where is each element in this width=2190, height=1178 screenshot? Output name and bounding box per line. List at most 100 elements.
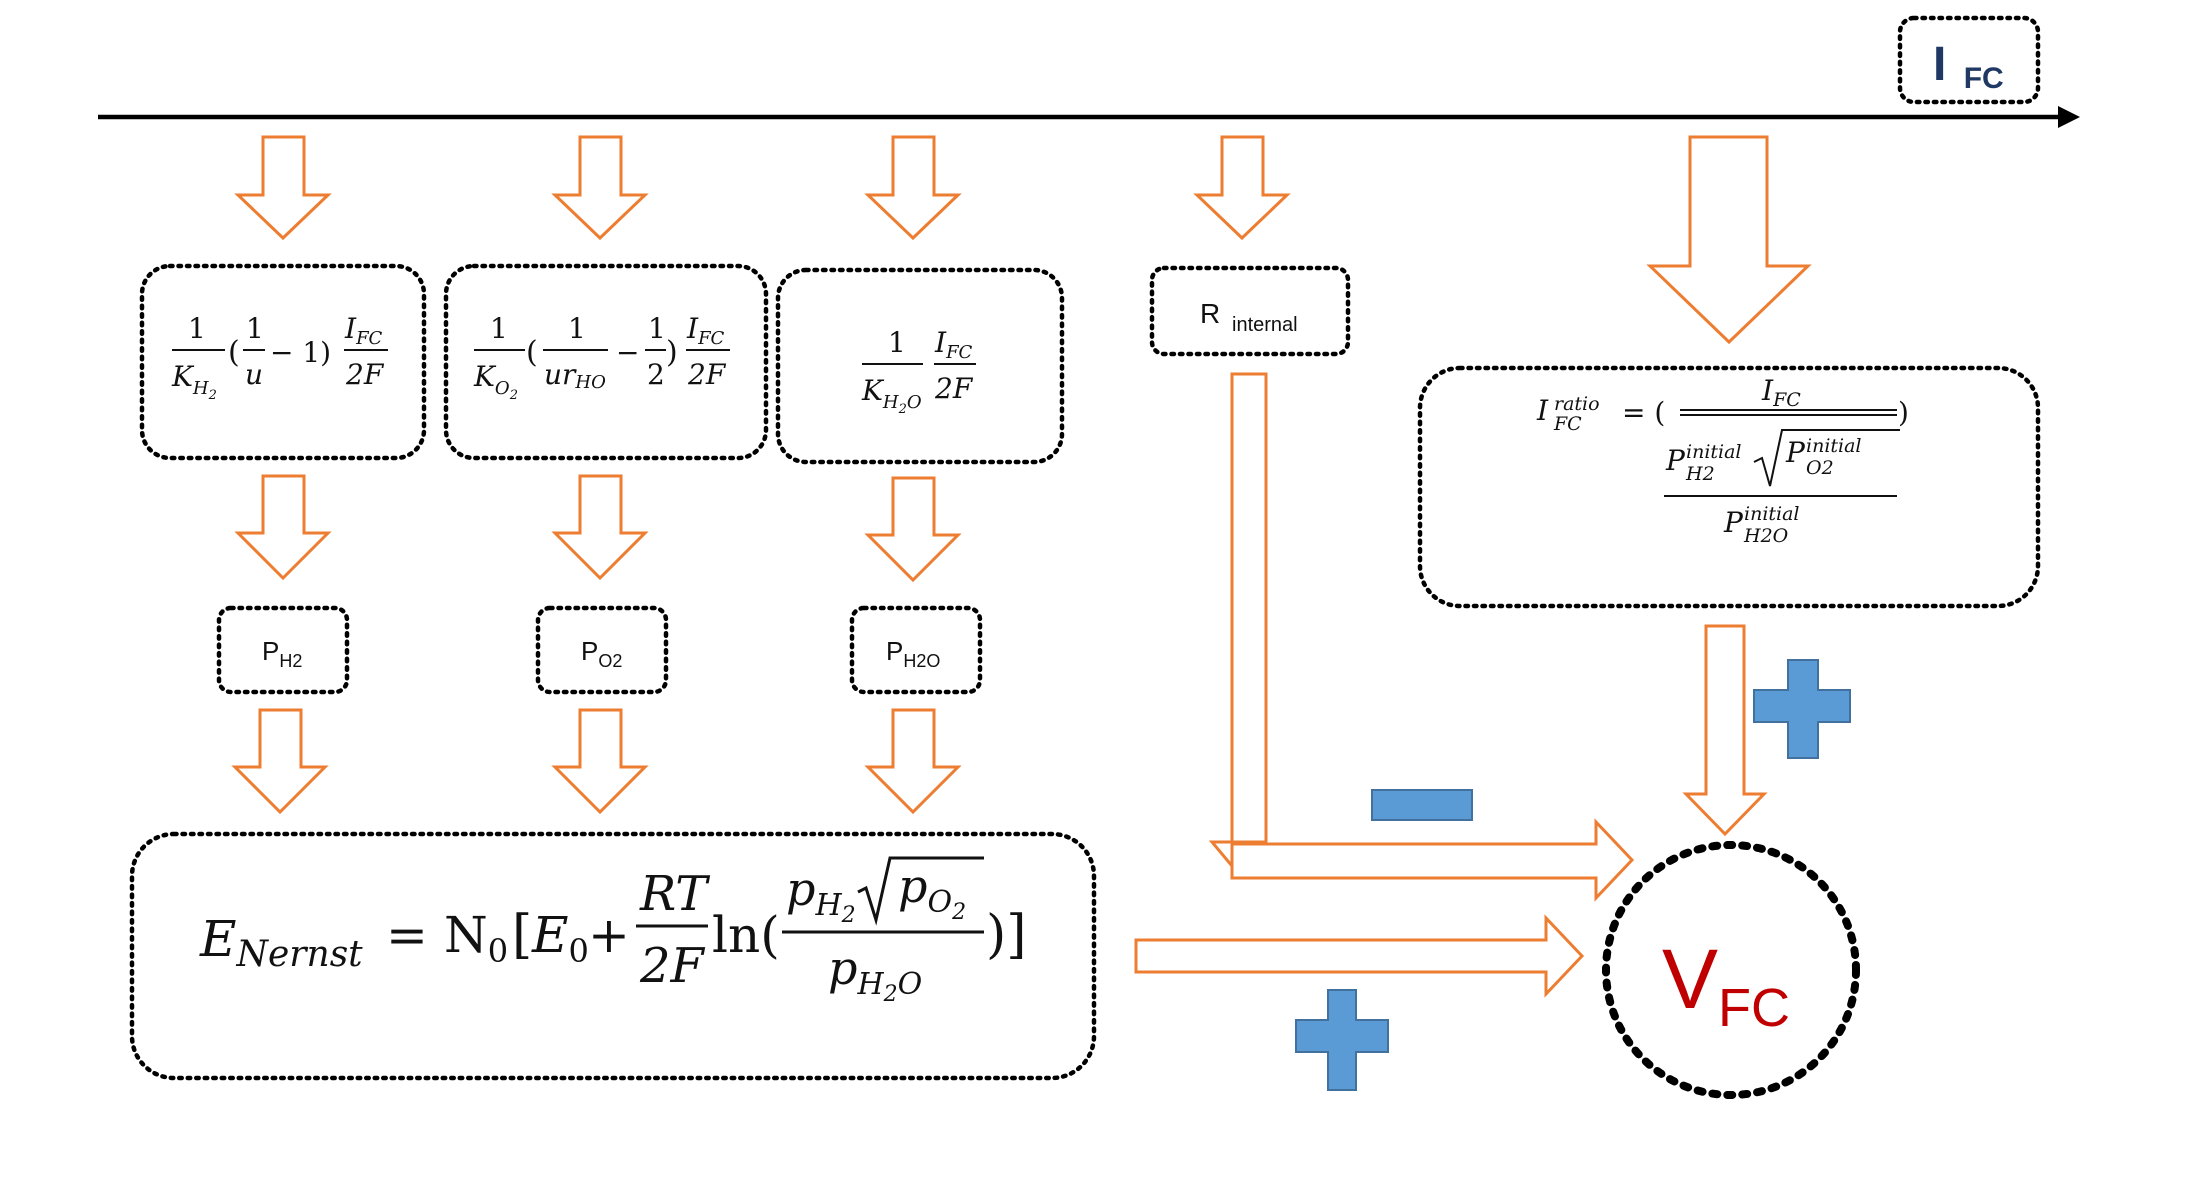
svg-text:2F: 2F (934, 372, 974, 405)
svg-text:H2: H2 (1685, 463, 1715, 485)
svg-text:initial: initial (1744, 503, 1800, 525)
svg-text:E0: E0 (531, 906, 589, 970)
svg-text:KH2O: KH2O (861, 374, 922, 417)
svg-text:1: 1 (246, 312, 264, 345)
pressure-to-nernst-arrows (231, 708, 962, 815)
svg-text:[: [ (512, 905, 532, 965)
svg-text:N0: N0 (444, 906, 508, 970)
ph2-main: P (262, 636, 279, 666)
arrow-axis-to-rinternal (1193, 135, 1291, 241)
svg-text:R internal: R internal (1200, 298, 1298, 336)
ph2o-box: PH2O (849, 605, 983, 695)
arrow-po2-to-nernst (551, 708, 649, 815)
svg-text:IFC: IFC (1761, 374, 1801, 411)
svg-text:−: − (616, 336, 639, 369)
output-voltage-sub: FC (1718, 978, 1790, 1038)
svg-text:PH2O: PH2O (886, 636, 940, 671)
svg-text:2F: 2F (687, 358, 727, 391)
formula-to-pressure-arrows (234, 474, 962, 583)
output-voltage-main: V (1662, 932, 1718, 1026)
svg-text:IFC: IFC (934, 326, 973, 363)
arrow-h2-formula-to-ph2 (234, 474, 332, 581)
svg-text:2F: 2F (345, 358, 385, 391)
axis-down-arrows (234, 135, 1812, 345)
svg-text:ln(: ln( (712, 906, 780, 964)
plus-sign-icon-nernst (1295, 989, 1389, 1091)
svg-text:P: P (1723, 506, 1744, 539)
svg-text:VFC: VFC (1662, 932, 1790, 1038)
h2o-pressure-formula-block: 1 KH2O IFC 2F (775, 267, 1065, 465)
svg-text:2F: 2F (639, 938, 706, 994)
plus-sign-icon-ratio (1753, 659, 1851, 759)
svg-text:1: 1 (568, 312, 586, 345)
svg-text:P: P (1665, 444, 1686, 477)
svg-text:PH2: PH2 (262, 636, 302, 671)
o2-formula: 1 KO2 ( 1 urHO − 1 2 ) IFC 2F (473, 312, 730, 403)
svg-text:=: = (386, 906, 428, 964)
svg-text:FC: FC (1553, 413, 1582, 435)
svg-text:)]: )] (986, 905, 1027, 965)
current-axis (98, 106, 2080, 128)
svg-text:1: 1 (188, 312, 206, 345)
h2o-formula: 1 KH2O IFC 2F (861, 326, 976, 417)
r-internal-main: R (1200, 298, 1220, 329)
rinternal-vertical-stem (1230, 372, 1268, 844)
arrow-ph2o-to-nernst (864, 708, 962, 815)
svg-text:(: ( (526, 335, 538, 370)
svg-text:ratio: ratio (1554, 393, 1600, 415)
svg-text:I: I (1536, 394, 1549, 427)
output-voltage-node: VFC (1602, 841, 1860, 1099)
svg-text:2: 2 (647, 358, 665, 391)
current-label-sub: FC (1964, 62, 2004, 95)
current-ratio-block: I ratio FC = ( ) IFC P initial H2 P init… (1417, 365, 2041, 609)
svg-text:= (: = ( (1622, 396, 1665, 429)
ph2o-sub: H2O (903, 651, 940, 671)
svg-text:IFC: IFC (344, 312, 383, 349)
arrow-o2-formula-to-po2 (551, 474, 649, 581)
svg-text:pO2: pO2 (898, 859, 966, 925)
svg-text:pH2: pH2 (786, 862, 856, 928)
svg-text:initial: initial (1686, 441, 1742, 463)
svg-text:ENernst: ENernst (199, 910, 363, 975)
r-internal-sub: internal (1232, 314, 1298, 336)
rinternal-to-output-path (1208, 372, 1635, 902)
arrow-ph2-to-nernst (231, 708, 329, 815)
svg-text:KH2: KH2 (171, 360, 217, 403)
svg-text:(: ( (228, 335, 240, 370)
arrow-axis-to-h2o (864, 135, 962, 241)
svg-text:1: 1 (648, 312, 666, 345)
svg-text:initial: initial (1806, 435, 1862, 457)
arrow-ratio-to-output (1682, 624, 1768, 837)
current-label-main: I (1933, 38, 1946, 91)
ph2-box: PH2 (216, 605, 350, 695)
svg-text:H2O: H2O (1743, 525, 1789, 547)
svg-text:1: 1 (888, 326, 906, 359)
nernst-equation-block: ENernst = N0 [ E0 + RT 2F ln( pH2 pO2 pH… (129, 831, 1097, 1081)
nernst-equation: ENernst = N0 [ E0 + RT 2F ln( pH2 pO2 pH… (199, 856, 1027, 1007)
svg-text:IFC: IFC (686, 312, 725, 349)
po2-main: P (581, 636, 598, 666)
svg-text:): ) (666, 335, 678, 370)
current-label-box: I FC (1897, 15, 2041, 105)
arrow-nernst-to-output (1134, 914, 1585, 998)
svg-text:− 1): − 1) (270, 336, 331, 369)
h2-pressure-formula-block: 1 KH2 ( 1 u − 1) IFC 2F (139, 263, 427, 461)
svg-text:O2: O2 (1806, 457, 1834, 479)
h2-formula: 1 KH2 ( 1 u − 1) IFC 2F (171, 312, 388, 403)
svg-text:pH2O: pH2O (828, 941, 922, 1007)
ph2o-main: P (886, 636, 903, 666)
ph2-sub: H2 (279, 651, 302, 671)
svg-text:): ) (1898, 396, 1909, 429)
svg-text:P: P (1785, 436, 1806, 469)
arrow-axis-to-ratio (1646, 135, 1812, 345)
arrow-axis-to-o2 (551, 135, 649, 241)
svg-text:urHO: urHO (544, 358, 606, 393)
svg-text:PO2: PO2 (581, 636, 622, 671)
svg-text:u: u (245, 358, 263, 391)
ratio-formula: I ratio FC = ( ) IFC P initial H2 P init… (1536, 374, 1909, 547)
arrow-h2o-formula-to-ph2o (864, 476, 962, 583)
svg-text:+: + (588, 906, 630, 964)
internal-resistance-block: R internal (1149, 265, 1351, 357)
po2-box: PO2 (535, 605, 669, 695)
po2-sub: O2 (598, 651, 622, 671)
